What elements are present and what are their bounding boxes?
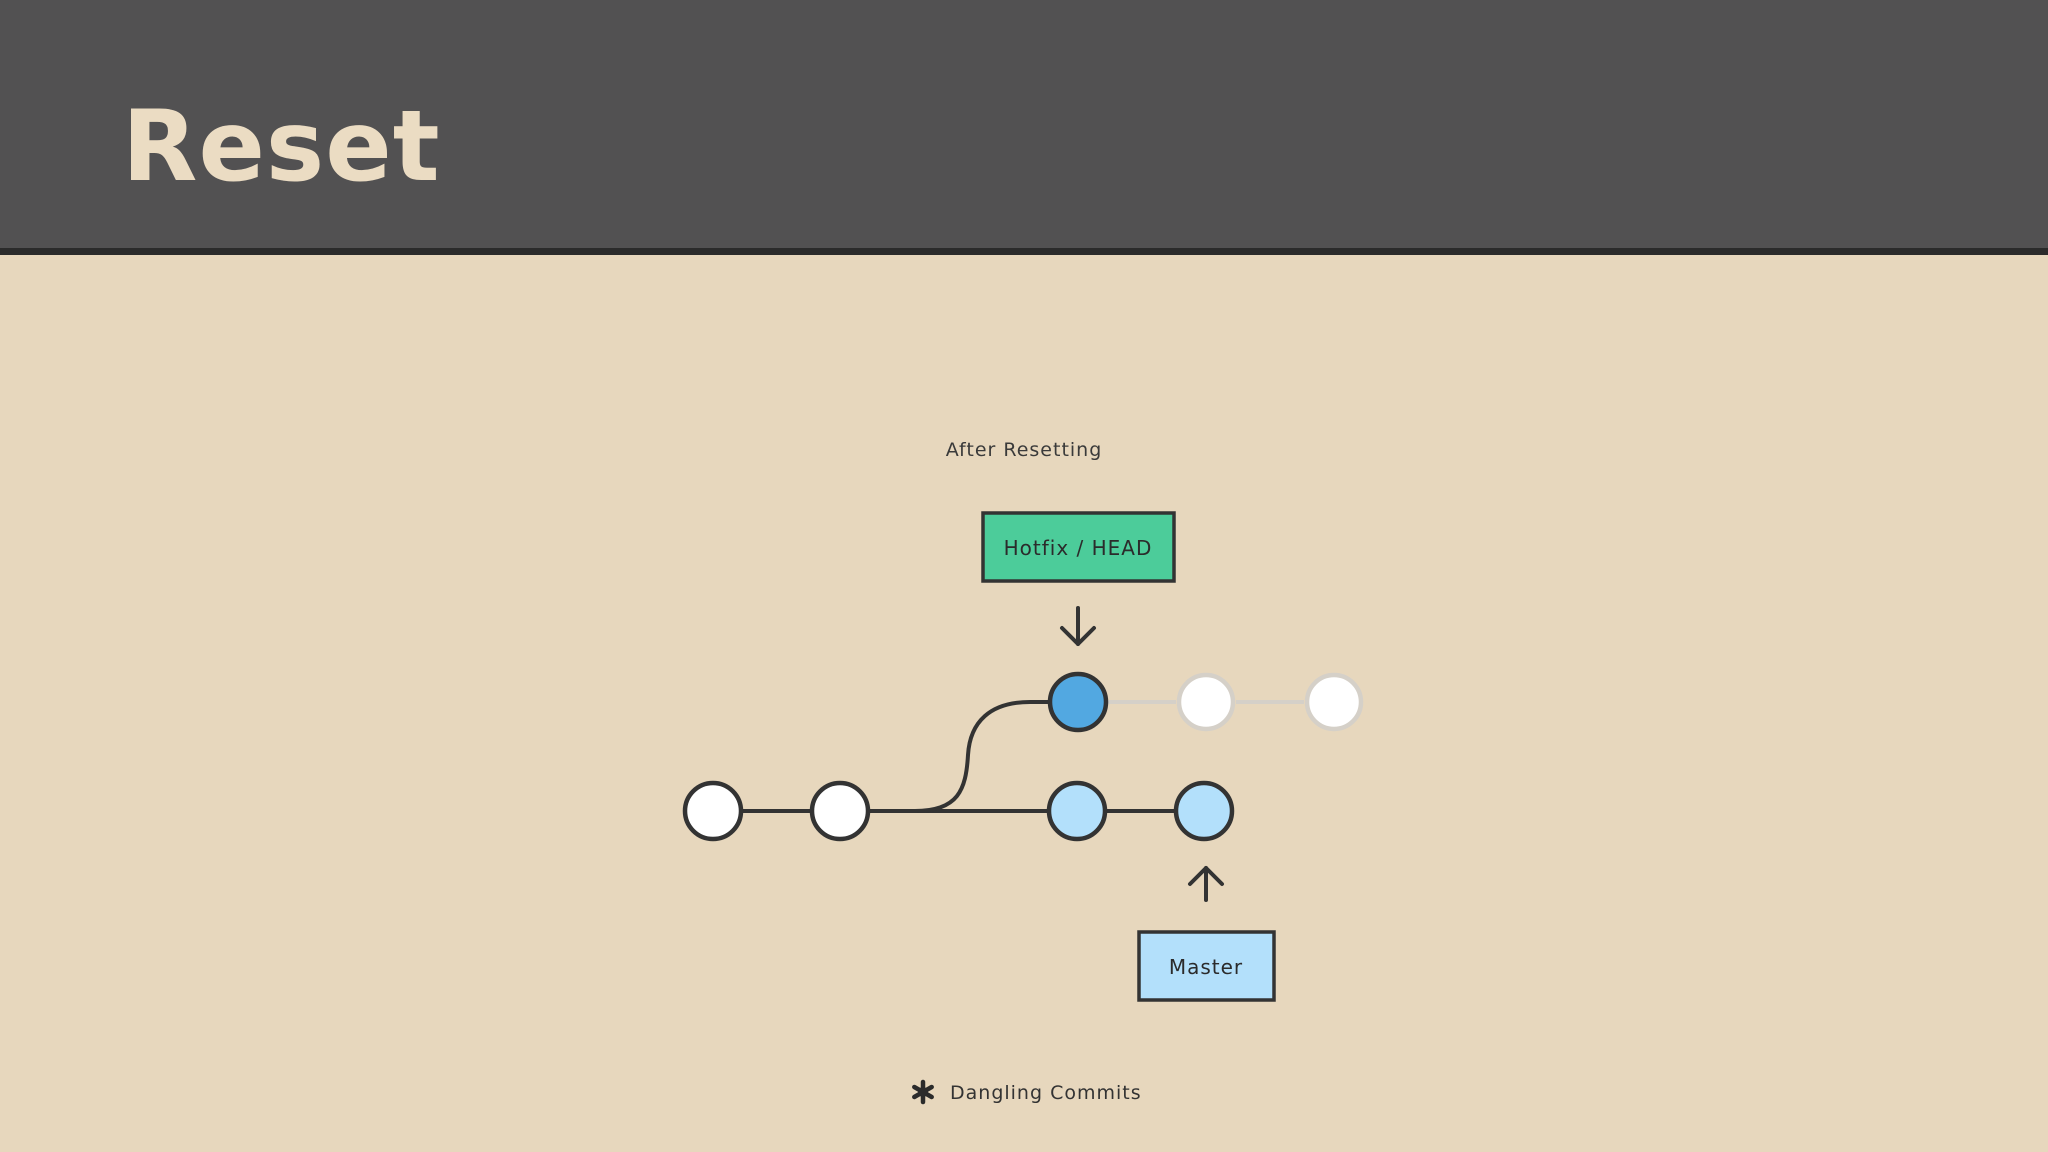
dangling-commit-node bbox=[1304, 672, 1364, 732]
arrow-up-icon bbox=[1188, 866, 1224, 902]
branch-edge bbox=[914, 700, 1050, 813]
arrow-down-icon bbox=[1060, 606, 1096, 646]
hotfix-head-label-text: Hotfix / HEAD bbox=[1004, 536, 1153, 560]
hotfix-head-label-box bbox=[981, 511, 1176, 583]
legend-label: Dangling Commits bbox=[950, 1082, 1142, 1104]
master-commit-node bbox=[1173, 780, 1235, 842]
hotfix-head-label: Hotfix / HEAD bbox=[981, 511, 1176, 583]
master-label-box bbox=[1137, 930, 1276, 1002]
master-label-text: Master bbox=[1169, 955, 1243, 979]
head-commit-node bbox=[1047, 671, 1109, 733]
asterisk-icon bbox=[912, 1079, 934, 1105]
master-commit-node bbox=[1046, 780, 1108, 842]
slide-title: Reset bbox=[122, 90, 441, 204]
legend: Dangling Commits bbox=[912, 1079, 1142, 1105]
commit-node bbox=[682, 780, 744, 842]
dangling-commit-node bbox=[1176, 672, 1236, 732]
master-label: Master bbox=[1137, 930, 1276, 1002]
diagram-caption: After Resetting bbox=[946, 439, 1103, 461]
slide-header: Reset bbox=[0, 0, 2048, 255]
commit-node bbox=[809, 780, 871, 842]
